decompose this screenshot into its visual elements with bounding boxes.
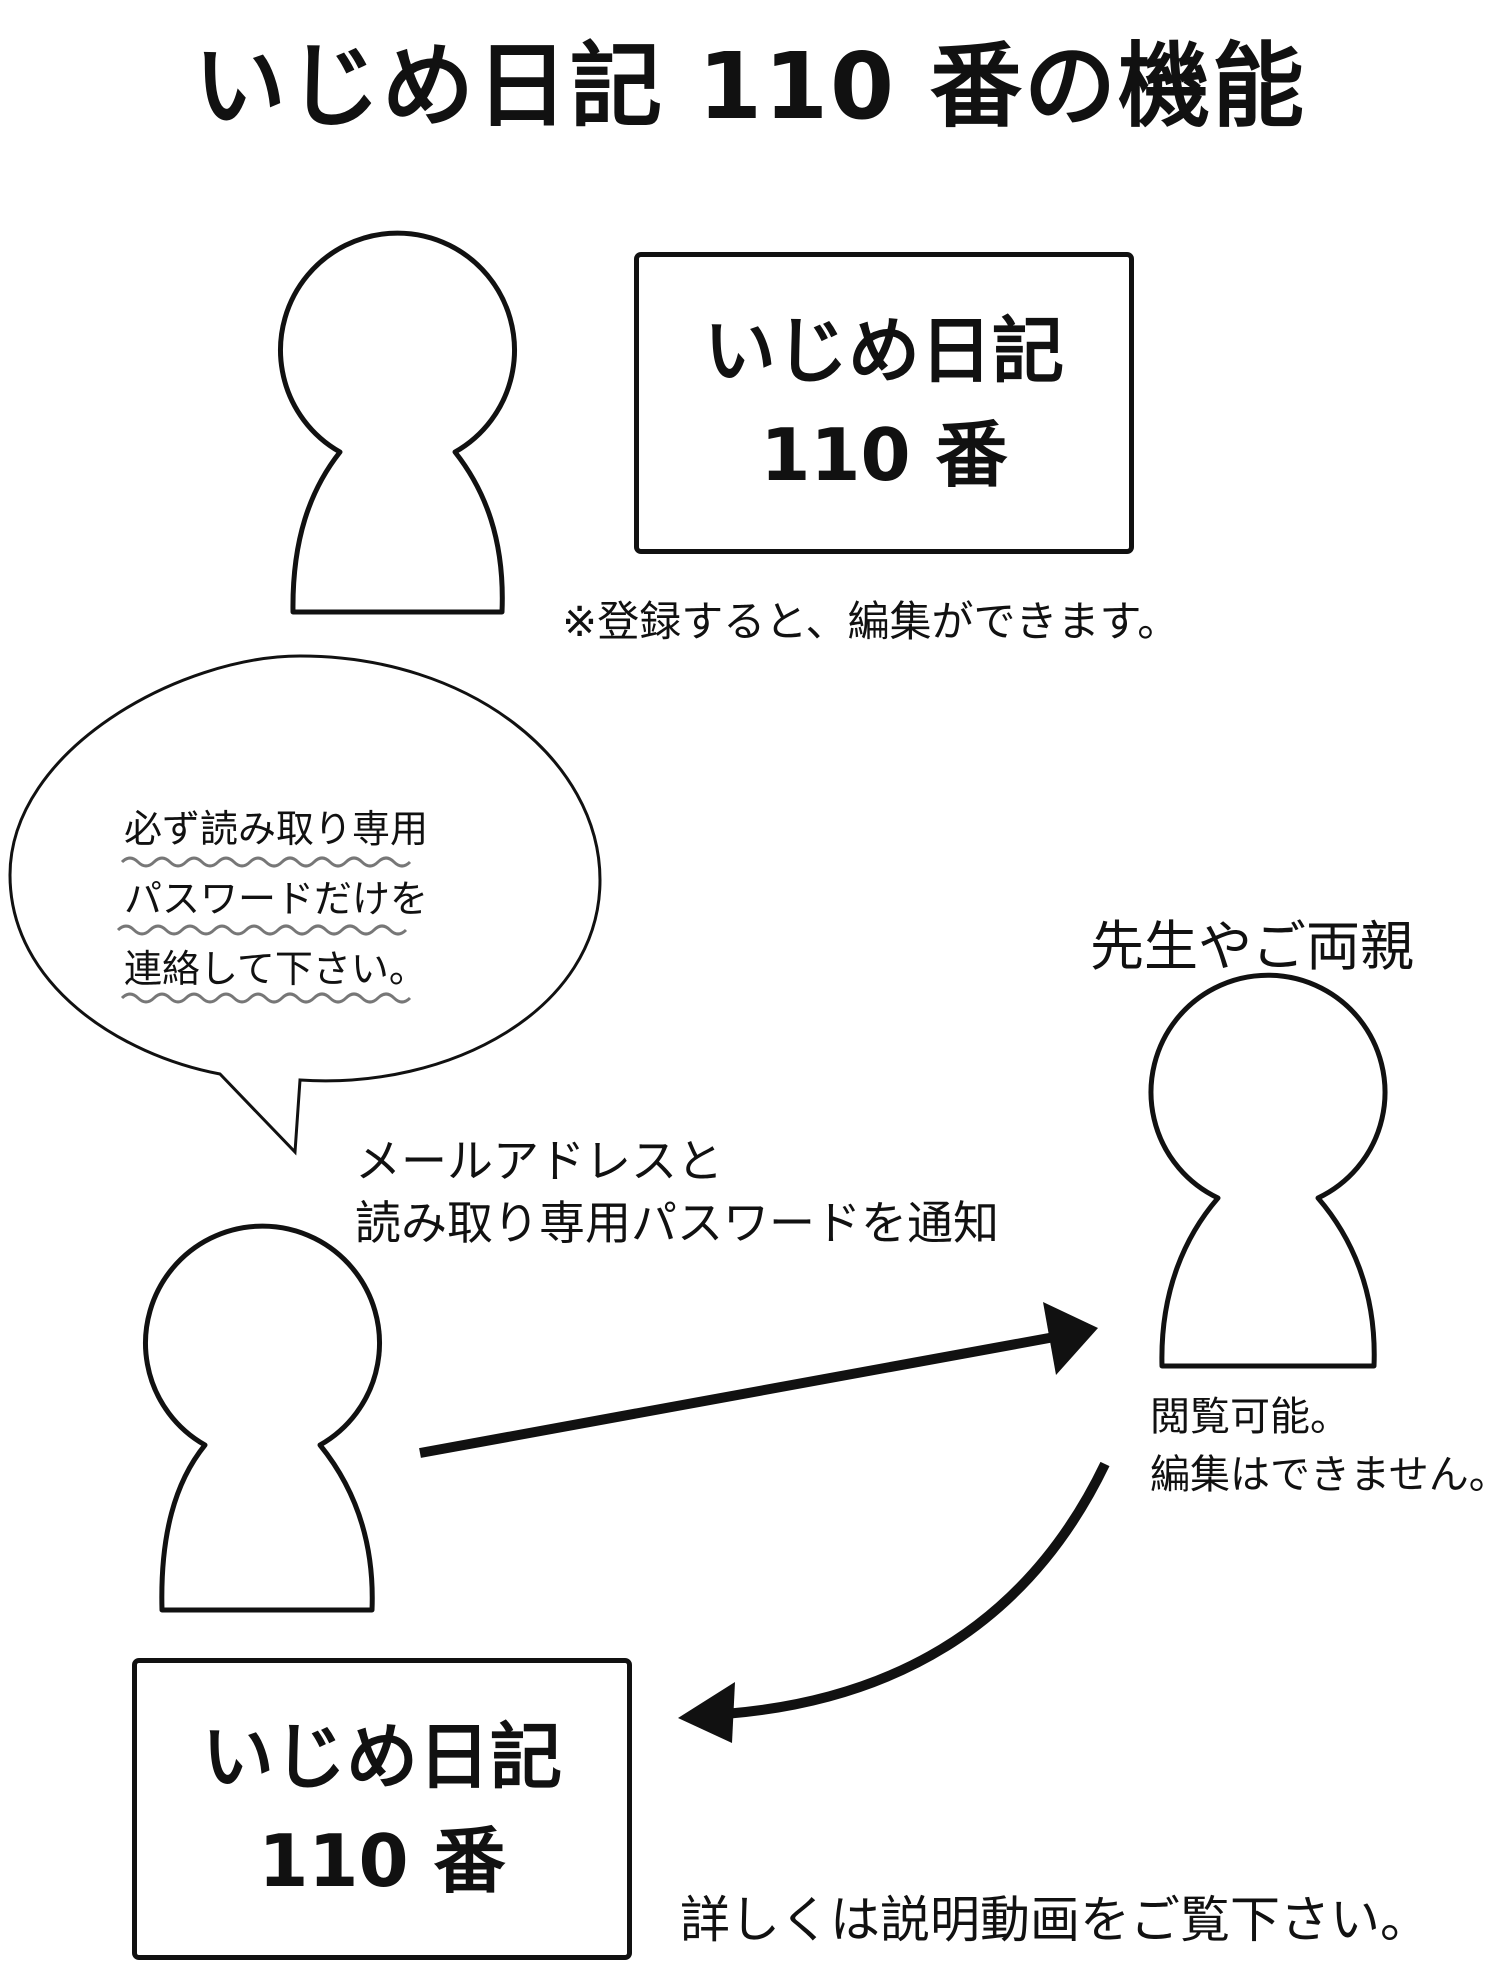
bubble-line-1: 必ず読み取り専用 (124, 807, 429, 851)
speech-bubble-text: 必ず読み取り専用 パスワードだけを 連絡して下さい。 (124, 794, 428, 1004)
wavy-underline-1 (120, 856, 412, 868)
app-box-bottom: いじめ日記 110 番 (132, 1658, 632, 1960)
recipient-note-line-2: 編集はできません。 (1150, 1452, 1500, 1498)
app-number-line: 110 番 (760, 413, 1008, 497)
person-user-bottom-icon (143, 1223, 382, 1613)
app-name-line: いじめ日記 (201, 1715, 562, 1799)
view-arrow (678, 1461, 1110, 1743)
bubble-line-3: 連絡して下さい。 (124, 947, 427, 991)
person-recipient-icon (1148, 972, 1388, 1369)
recipient-note-line-1: 閲覧可能。 (1150, 1394, 1350, 1440)
bubble-line-2: パスワードだけを (124, 877, 429, 921)
notify-label: メールアドレスと 読み取り専用パスワードを通知 (355, 1130, 999, 1254)
app-number-line: 110 番 (258, 1819, 506, 1903)
page-title: いじめ日記 110 番の機能 (193, 33, 1307, 140)
footer-note: 詳しくは説明動画をご覧下さい。 (680, 1891, 1430, 1949)
notify-arrow (419, 1302, 1098, 1458)
wavy-underline-2 (116, 924, 408, 936)
person-user-top-icon (278, 230, 517, 615)
notify-label-line-2: 読み取り専用パスワードを通知 (355, 1196, 999, 1250)
app-name-line: いじめ日記 (703, 309, 1064, 393)
wavy-underline-3 (120, 992, 412, 1004)
notify-label-line-1: メールアドレスと (355, 1134, 723, 1188)
app-box-top: いじめ日記 110 番 (634, 252, 1134, 554)
speech-bubble (8, 654, 602, 1156)
register-note: ※登録すると、編集ができます。 (562, 597, 1180, 646)
recipient-note: 閲覧可能。 編集はできません。 (1150, 1388, 1500, 1504)
recipient-label: 先生やご両親 (1090, 915, 1414, 978)
